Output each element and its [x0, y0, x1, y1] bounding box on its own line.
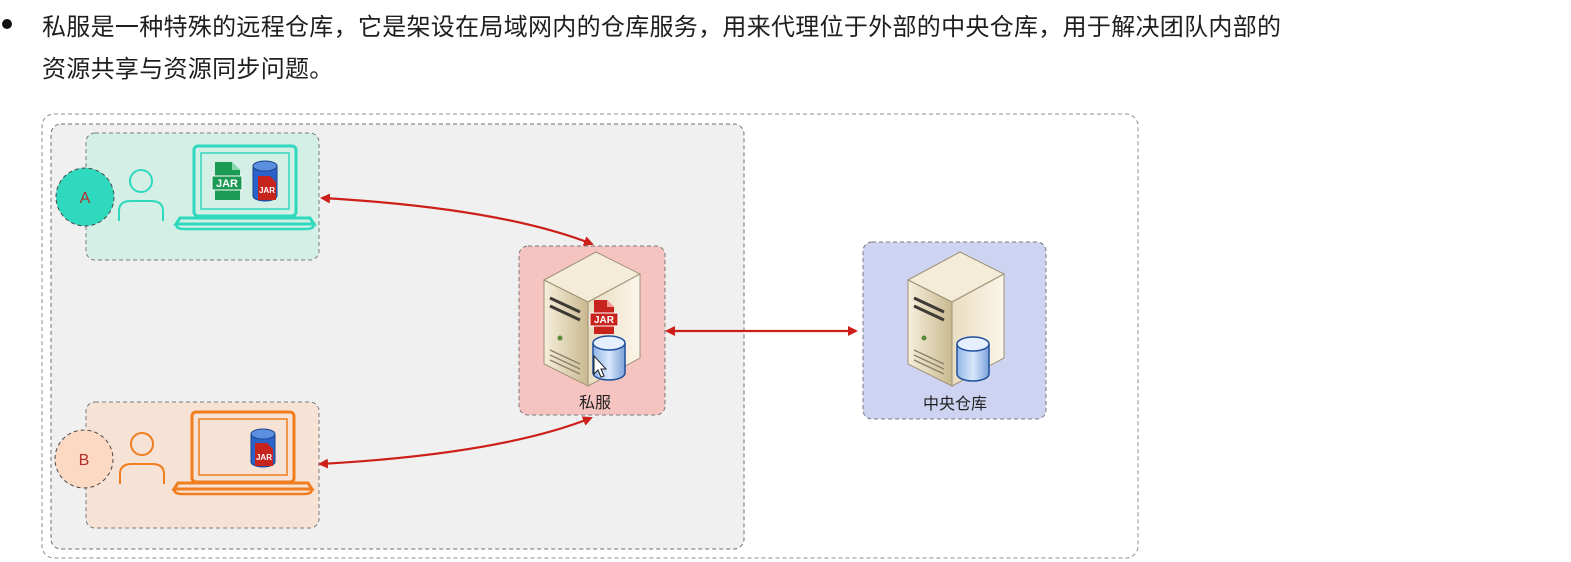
team-member-b-group: B JAR [54, 401, 320, 529]
arrow-b-to-private [318, 416, 593, 469]
central-repo-label: 中央仓库 [923, 394, 987, 413]
team-member-a-box [85, 132, 320, 261]
intro-paragraph: 私服是一种特殊的远程仓库，它是架设在局域网内的仓库服务，用来代理位于外部的中央仓… [42, 6, 1562, 90]
local-repo-b-icon: JAR [250, 428, 276, 468]
intro-line-2: 资源共享与资源同步问题。 [42, 55, 334, 83]
private-server-label: 私服 [579, 393, 611, 412]
jar-file-green-icon: JAR [211, 162, 243, 200]
user-b-label: B [79, 452, 90, 469]
cursor-icon [593, 354, 608, 378]
private-server-group: JAR 私服 [518, 245, 666, 416]
private-server-jar-icon: JAR [589, 300, 619, 334]
arrow-a-to-private [320, 193, 594, 246]
team-member-a-group: A JAR JAR [55, 132, 320, 261]
central-repo-group: 中央仓库 [862, 241, 1047, 420]
team-member-b-box [85, 401, 320, 529]
jar-red-a-text: JAR [259, 186, 275, 195]
central-repo-db-icon [956, 336, 990, 382]
laptop-b-icon [171, 410, 315, 496]
intro-line-1: 私服是一种特殊的远程仓库，它是架设在局域网内的仓库服务，用来代理位于外部的中央仓… [42, 13, 1282, 41]
private-server-db-icon [592, 335, 626, 381]
user-a-label: A [80, 190, 91, 207]
user-a-circle [55, 167, 115, 227]
private-jar-text: JAR [594, 315, 615, 326]
jar-green-text: JAR [216, 178, 238, 190]
laptop-a-icon [173, 144, 317, 231]
jar-red-b-text: JAR [256, 453, 272, 462]
user-b-circle [54, 429, 114, 489]
local-repo-a-icon: JAR [252, 160, 278, 202]
bullet-dot [2, 19, 12, 29]
